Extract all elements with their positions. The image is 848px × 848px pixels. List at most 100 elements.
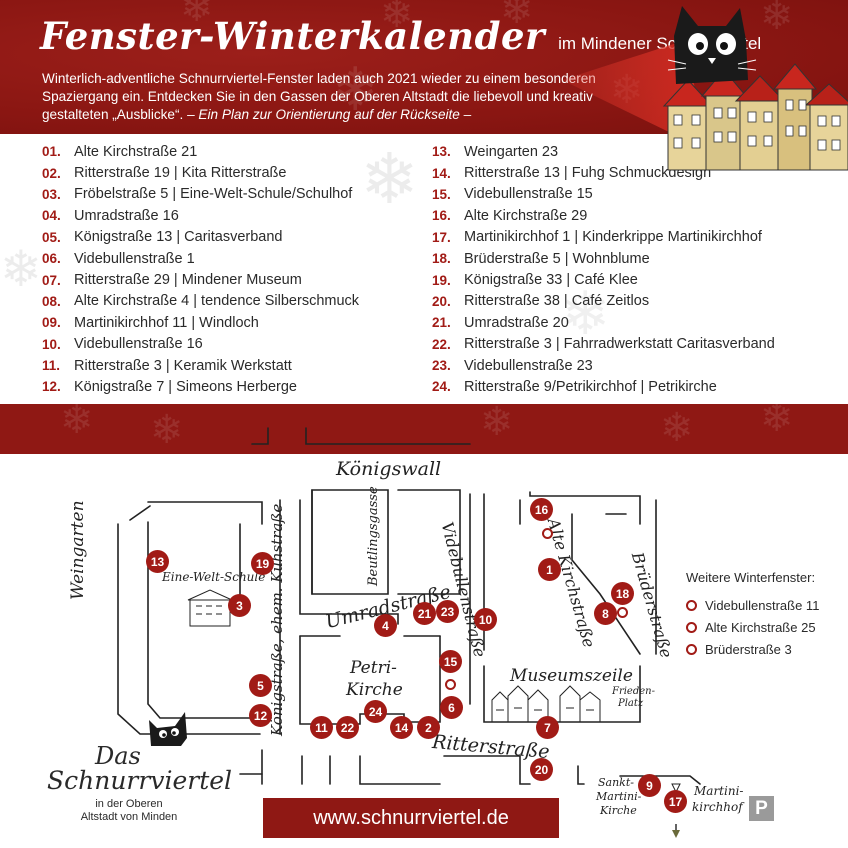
cat-houses-illustration — [562, 6, 848, 171]
map-marker-21[interactable]: 21 — [413, 602, 436, 625]
snowflake-icon: ❄ — [180, 0, 214, 31]
window-list-item: 17.Martinikirchhof 1 | Kinderkrippe Mart… — [432, 227, 775, 248]
map-marker-1[interactable]: 1 — [538, 558, 561, 581]
window-address: Brüderstraße 5 | Wohnblume — [464, 250, 650, 267]
snowflake-icon: ❄ — [760, 0, 794, 39]
window-number: 03. — [42, 186, 61, 202]
label-petri-kirche-line2: Kirche — [346, 680, 403, 700]
window-number: 20. — [432, 293, 451, 309]
logo-line3: in der Oberen Altstadt von Minden — [80, 798, 178, 823]
snowflake-icon: ❄ — [360, 138, 419, 220]
window-list-item: 04. Umradstraße 16 — [42, 205, 359, 226]
window-number: 19. — [432, 272, 451, 288]
intro-plan-note: Ein Plan zur Orientierung auf der Rückse… — [198, 107, 472, 122]
window-number: 15. — [432, 186, 451, 202]
legend-item-label: Videbullenstraße 11 — [705, 597, 820, 613]
label-sankt-martini-line2: Martini- — [596, 790, 642, 803]
window-number: 22. — [432, 336, 451, 352]
window-address: Videbullenstraße 16 — [74, 336, 203, 353]
street-map: Königswall Weingarten Königstraße, ehem.… — [0, 404, 848, 848]
window-number: 09. — [42, 315, 61, 331]
label-martinikirchhof-line2: kirchhof — [692, 800, 743, 814]
map-marker-20[interactable]: 20 — [530, 758, 553, 781]
window-list-item: 03.Fröbelstraße 5 | Eine-Welt-Schule/Sch… — [42, 184, 359, 205]
window-list-item: 09. Martinikirchhof 11 | Windloch — [42, 312, 359, 333]
map-marker-17[interactable]: 17 — [664, 790, 687, 813]
map-marker-16[interactable]: 16 — [530, 498, 553, 521]
window-address: Königstraße 13 | Caritasverband — [74, 229, 283, 246]
street-label-beutlingsgasse: Beutlingsgasse — [366, 486, 381, 586]
intro-text: Winterlich-adventliche Schnurrviertel-Fe… — [42, 70, 602, 124]
snowflake-icon: ❄ — [330, 55, 381, 125]
map-marker-19[interactable]: 19 — [251, 552, 274, 575]
window-address: Videbullenstraße 1 — [74, 250, 195, 267]
window-address: Ritterstraße 38 | Café Zeitlos — [464, 293, 650, 310]
legend-item: Videbullenstraße 11 — [686, 594, 819, 616]
website-link[interactable]: www.schnurrviertel.de — [263, 798, 559, 838]
window-list-item: 22.Ritterstraße 3 | Fahrradwerkstatt Car… — [432, 334, 775, 355]
window-list-item: 16.Alte Kirchstraße 29 — [432, 205, 775, 226]
window-list-item: 24.Ritterstraße 9/Petrikirchhof | Petrik… — [432, 376, 775, 397]
cat-logo-icon — [149, 712, 187, 746]
map-marker-15[interactable]: 15 — [439, 650, 462, 673]
label-friedensplatz-line1: Frieden- — [612, 686, 655, 697]
map-marker-6[interactable]: 6 — [440, 696, 463, 719]
intro-body: Winterlich-adventliche Schnurrviertel-Fe… — [42, 71, 596, 122]
window-list-item: 07.Ritterstraße 29 | Mindener Museum — [42, 269, 359, 290]
window-address: Alte Kirchstraße 4 | tendence Silberschm… — [74, 293, 360, 310]
map-marker-11[interactable]: 11 — [310, 716, 333, 739]
page-title: Fenster-Winterkalender — [40, 14, 545, 58]
label-petri-kirche-line1: Petri- — [350, 658, 397, 678]
snowflake-icon: ❄ — [480, 399, 514, 445]
map-marker-4[interactable]: 4 — [374, 614, 397, 637]
window-number: 23. — [432, 358, 451, 374]
window-address: Ritterstraße 9/Petrikirchhof | Petrikirc… — [464, 378, 717, 395]
window-address: Umradstraße 16 — [74, 207, 179, 224]
window-address: Martinikirchhof 11 | Windloch — [74, 314, 259, 331]
street-label-koenigswall: Königswall — [336, 458, 442, 480]
window-address: Ritterstraße 3 | Keramik Werkstatt — [74, 357, 292, 374]
snowflake-icon: ❄ — [150, 407, 184, 453]
map-extra-window-ring — [617, 607, 628, 618]
label-eine-welt-schule: Eine-Welt-Schule — [162, 570, 266, 584]
snowflake-icon: ❄ — [760, 395, 794, 441]
map-marker-23[interactable]: 23 — [436, 600, 459, 623]
map-marker-14[interactable]: 14 — [390, 716, 413, 739]
window-address: Videbullenstraße 23 — [464, 357, 593, 374]
map-marker-13[interactable]: 13 — [146, 550, 169, 573]
window-number: 02. — [42, 165, 61, 181]
window-number: 11. — [42, 358, 61, 374]
window-number: 18. — [432, 251, 451, 267]
map-marker-24[interactable]: 24 — [364, 700, 387, 723]
ring-marker-icon — [686, 599, 697, 611]
logo-line1: Das — [95, 742, 141, 770]
map-marker-5[interactable]: 5 — [249, 674, 272, 697]
window-list-item: 08.Alte Kirchstraße 4 | tendence Silbers… — [42, 291, 359, 312]
window-number: 01. — [42, 144, 61, 160]
window-address: Alte Kirchstraße 29 — [464, 207, 588, 224]
map-marker-18[interactable]: 18 — [611, 582, 634, 605]
label-martinikirchhof-line1: Martini- — [694, 784, 744, 798]
map-marker-8[interactable]: 8 — [594, 602, 617, 625]
snowflake-icon: ❄ — [60, 397, 94, 443]
map-marker-9[interactable]: 9 — [638, 774, 661, 797]
map-marker-12[interactable]: 12 — [249, 704, 272, 727]
window-address: Videbullenstraße 15 — [464, 186, 593, 203]
map-marker-10[interactable]: 10 — [474, 608, 497, 631]
divider-band: ❄ ❄ ❄ ❄ ❄ — [0, 398, 848, 454]
map-marker-2[interactable]: 2 — [417, 716, 440, 739]
map-marker-7[interactable]: 7 — [536, 716, 559, 739]
window-number: 05. — [42, 229, 61, 245]
map-marker-3[interactable]: 3 — [228, 594, 251, 617]
schnurrviertel-logo: Das Schnurrviertel in der Oberen Altstad… — [45, 712, 232, 826]
window-list-item: 23. Videbullenstraße 23 — [432, 355, 775, 376]
window-number: 07. — [42, 272, 61, 288]
window-number: 04. — [42, 208, 61, 224]
window-address: Ritterstraße 19 | Kita Ritterstraße — [74, 165, 287, 182]
window-number: 12. — [42, 379, 61, 395]
map-marker-22[interactable]: 22 — [336, 716, 359, 739]
label-sankt-martini-line3: Kirche — [600, 804, 637, 817]
window-number: 10. — [42, 336, 61, 352]
